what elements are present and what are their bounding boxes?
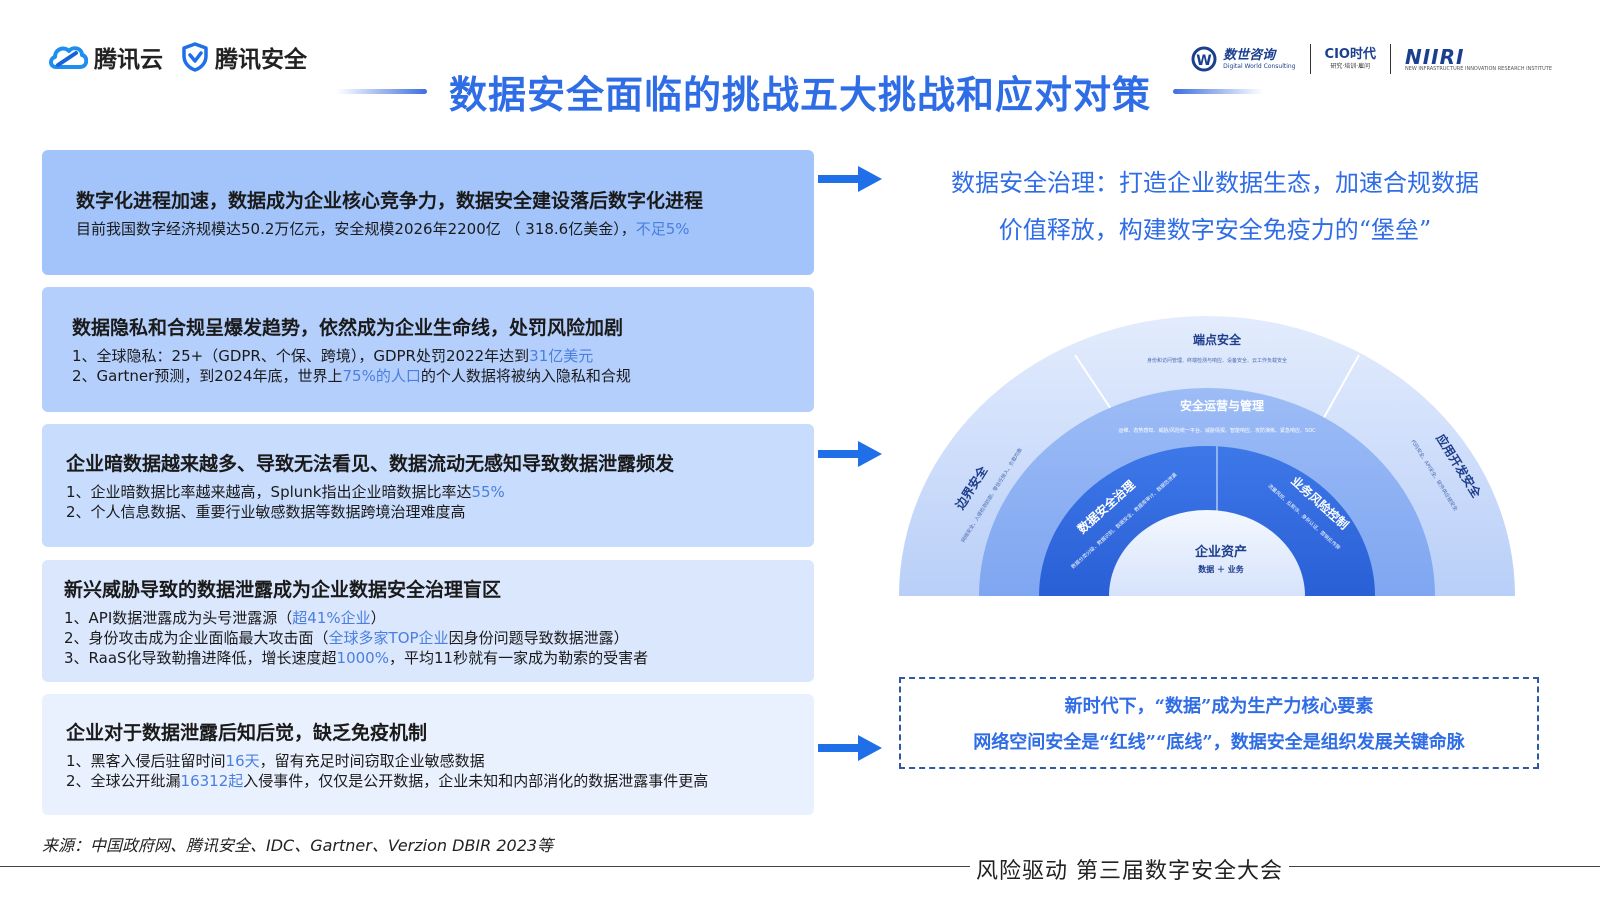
tencent-security-text: 腾讯安全 bbox=[215, 47, 307, 73]
challenge-line: 2、全球公开纰漏16312起入侵事件，仅仅是公开数据，企业未知和内部消化的数据泄… bbox=[66, 772, 709, 790]
title-line-left bbox=[336, 89, 427, 94]
challenge-box-5: 企业对于数据泄露后知后觉，缺乏免疫机制 1、黑客入侵后驻留时间16天，留有充足时… bbox=[42, 694, 814, 815]
arrow-right-icon bbox=[818, 441, 882, 467]
challenge-line: 目前我国数字经济规模达50.2万亿元，安全规模2026年2200亿 （ 318.… bbox=[76, 220, 690, 238]
conclusion-line-1: 新时代下，“数据”成为生产力核心要素 bbox=[1064, 696, 1374, 717]
cio-bot-text: 研究·培训·雇问 bbox=[1330, 63, 1371, 70]
dw-logo: W 数世咨询 Digital World Consulting bbox=[1189, 44, 1296, 74]
tencent-security-logo: 腾讯安全 bbox=[181, 40, 307, 74]
footer-divider bbox=[0, 866, 1600, 867]
footer-text: 风险驱动 第三届数字安全大会 bbox=[970, 853, 1289, 885]
niiri-logo: NIIRI NEW INFRASTRUCTURE INNOVATION RESE… bbox=[1405, 47, 1552, 72]
title-line-right bbox=[1173, 89, 1263, 94]
dw-cn-text: 数世咨询 bbox=[1223, 47, 1276, 63]
core-circle bbox=[1109, 510, 1305, 596]
label-core-sub: 数据 ＋ 业务 bbox=[1198, 564, 1245, 574]
dw-en-text: Digital World Consulting bbox=[1223, 62, 1296, 70]
label-secops: 安全运营与管理 bbox=[1180, 398, 1264, 413]
security-layers-diagram: 端点安全 身份和访问管理、终端检测与响应、设备安全、云工作负载安全 边界安全 网… bbox=[899, 316, 1515, 596]
source-note: 来源：中国政府网、腾讯安全、IDC、Gartner、Verzion DBIR 2… bbox=[42, 836, 554, 855]
challenge-title: 企业对于数据泄露后知后觉，缺乏免疫机制 bbox=[66, 722, 428, 744]
cio-top-text: CIO时代 bbox=[1324, 47, 1376, 62]
cloud-icon bbox=[49, 46, 88, 69]
dw-mark-icon: W bbox=[1191, 46, 1217, 72]
challenge-line: 2、Gartner预测，到2024年底，世界上75%的人口的个人数据将被纳入隐私… bbox=[72, 367, 631, 385]
challenge-line: 3、RaaS化导致勒撸进降低，增长速度超1000%，平均11秒就有一家成为勒索的… bbox=[64, 648, 649, 667]
logo-divider bbox=[1309, 44, 1311, 74]
challenge-line: 2、身份攻击成为企业面临最大攻击面（全球多家TOP企业因身份问题导致数据泄露） bbox=[64, 628, 629, 647]
svg-text:W: W bbox=[1196, 53, 1211, 69]
niiri-top-text: NIIRI bbox=[1404, 44, 1465, 69]
challenge-line: 1、全球隐私：25+（GDPR、个保、跨境），GDPR处罚2022年达到31亿美… bbox=[72, 347, 594, 365]
conclusion-line-2: 网络空间安全是“红线”“底线”，数据安全是组织发展关键命脉 bbox=[973, 732, 1465, 753]
title-area: 数据安全面临的挑战五大挑战和应对对策 bbox=[0, 64, 1600, 119]
label-endpoint: 端点安全 bbox=[1193, 332, 1242, 347]
challenge-line: 1、企业暗数据比率越来越高，Splunk指出企业暗数据比率达55% bbox=[66, 483, 505, 501]
challenge-title: 数字化进程加速，数据成为企业核心竞争力，数据安全建设落后数字化进程 bbox=[76, 190, 704, 212]
strategy-line-1: 数据安全治理：打造企业数据生态，加速合规数据 bbox=[951, 169, 1479, 197]
cio-logo: CIO时代 研究·培训·雇问 bbox=[1325, 48, 1376, 70]
strategy-line-2: 价值释放，构建数字安全免疫力的“堡垒” bbox=[998, 216, 1432, 244]
challenge-title: 新兴威胁导致的数据泄露成为企业数据安全治理盲区 bbox=[64, 578, 502, 601]
label-core-assets: 企业资产 bbox=[1194, 544, 1247, 560]
challenge-line: 1、API数据泄露成为头号泄露源（超41%企业） bbox=[64, 608, 386, 627]
niiri-bot-text: NEW INFRASTRUCTURE INNOVATION RESEARCH I… bbox=[1404, 65, 1552, 72]
challenge-box-2: 数据隐私和合规呈爆发趋势，依然成为企业生命线，处罚风险加剧 1、全球隐私：25+… bbox=[42, 287, 814, 412]
header-logos-right: W 数世咨询 Digital World Consulting CIO时代 研究… bbox=[1189, 44, 1552, 74]
label-endpoint-sub: 身份和访问管理、终端检测与响应、设备安全、云工作负载安全 bbox=[1147, 357, 1287, 364]
page-title: 数据安全面临的挑战五大挑战和应对对策 bbox=[448, 72, 1151, 117]
tencent-cloud-logo: 腾讯云 bbox=[48, 40, 163, 74]
label-secops-sub: 运维、态势感知、威胁/风险统一平台、威胁情报、智能响应、攻防演练、紧急响应、SO… bbox=[1118, 427, 1316, 434]
arrow-right-icon bbox=[818, 166, 882, 192]
challenge-box-4: 新兴威胁导致的数据泄露成为企业数据安全治理盲区 1、API数据泄露成为头号泄露源… bbox=[42, 560, 814, 682]
challenge-line: 2、个人信息数据、重要行业敏感数据等数据跨境治理难度高 bbox=[66, 503, 466, 521]
conclusion-box: 新时代下，“数据”成为生产力核心要素 网络空间安全是“红线”“底线”，数据安全是… bbox=[899, 677, 1539, 769]
challenge-box-3: 企业暗数据越来越多、导致无法看见、数据流动无感知导致数据泄露频发 1、企业暗数据… bbox=[42, 424, 814, 547]
shield-icon bbox=[182, 42, 208, 72]
challenge-title: 企业暗数据越来越多、导致无法看见、数据流动无感知导致数据泄露频发 bbox=[66, 453, 675, 475]
strategy-text: 数据安全治理：打造企业数据生态，加速合规数据 价值释放，构建数字安全免疫力的“堡… bbox=[900, 160, 1530, 254]
challenge-line: 1、黑客入侵后驻留时间16天，留有充足时间窃取企业敏感数据 bbox=[66, 752, 485, 770]
logo-divider bbox=[1389, 44, 1391, 74]
challenge-box-1: 数字化进程加速，数据成为企业核心竞争力，数据安全建设落后数字化进程 目前我国数字… bbox=[42, 150, 814, 275]
challenge-title: 数据隐私和合规呈爆发趋势，依然成为企业生命线，处罚风险加剧 bbox=[72, 317, 624, 339]
arrow-right-icon bbox=[818, 735, 882, 761]
header-logos-left: 腾讯云 腾讯安全 bbox=[48, 40, 307, 74]
tencent-cloud-text: 腾讯云 bbox=[94, 47, 163, 73]
